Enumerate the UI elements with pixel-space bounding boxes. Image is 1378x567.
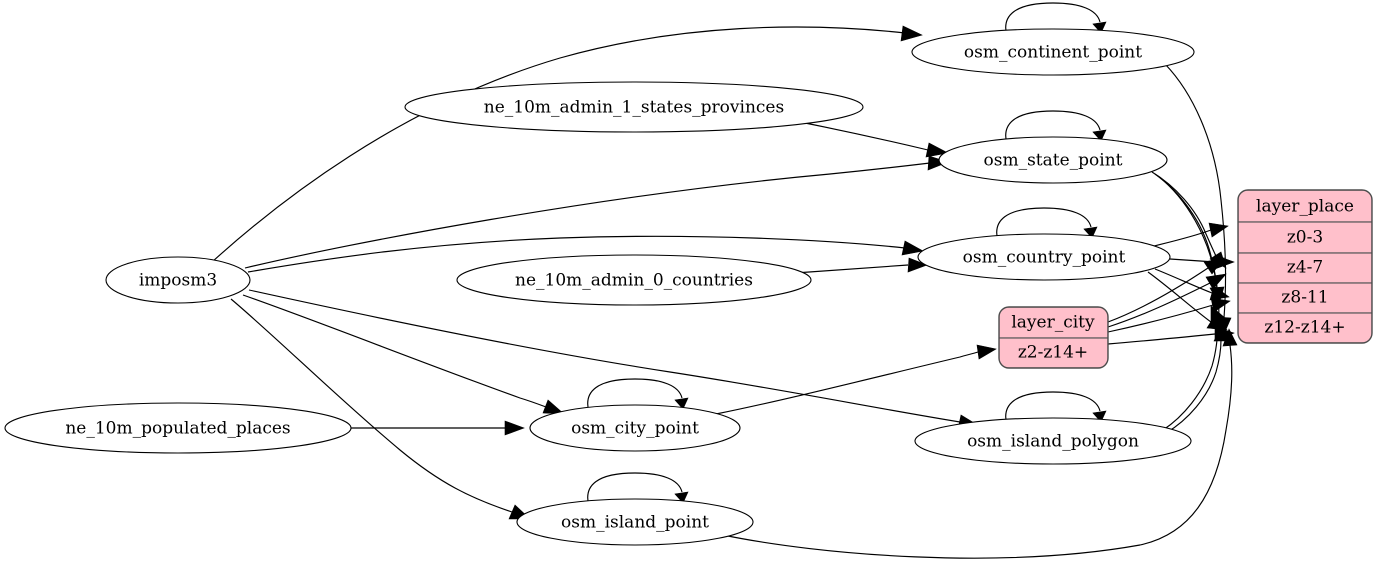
- node-ne_10m_admin_1_states_provinces[interactable]: ne_10m_admin_1_states_provinces: [404, 81, 864, 133]
- edge-osm_country_point-to-z8_11: [1154, 268, 1230, 301]
- edge-imposm3-to-osm_continent_point: [211, 25, 923, 263]
- node-ne_10m_admin_0_countries[interactable]: ne_10m_admin_0_countries: [456, 254, 812, 306]
- edge-imposm3-to-osm_state_point: [244, 155, 949, 269]
- node-layer: imposm3 ne_10m_admin_1_states_provinces …: [4, 28, 1195, 546]
- edge-osm_island_polygon-to-z12_14: [1165, 324, 1229, 434]
- self-loop-osm_continent_point: [1005, 2, 1107, 37]
- edge-osm_city_point-to-layer_city: [715, 344, 997, 415]
- node-ne_10m_populated_places[interactable]: ne_10m_populated_places: [4, 402, 352, 454]
- node-osm_city_point[interactable]: osm_city_point: [529, 404, 741, 452]
- self-loop-osm_city_point: [587, 378, 689, 413]
- record-node-layer_place[interactable]: layer_place z0-3 z4-7 z8-11 z12-z14+: [1237, 189, 1373, 344]
- edge-layer_city-to-z4_7: [1107, 273, 1227, 328]
- edge-osm_country_point-to-z0_3: [1149, 222, 1229, 248]
- edge-states_provinces-to-osm_state_point: [799, 121, 949, 158]
- edge-layer_city-to-z12_14: [1107, 326, 1235, 345]
- self-loop-osm_island_polygon: [1005, 391, 1107, 426]
- node-osm_country_point[interactable]: osm_country_point: [917, 233, 1171, 281]
- self-loop-osm_state_point: [1005, 110, 1107, 145]
- edge-layer_city-to-z0_3: [1107, 257, 1225, 323]
- edge-admin_0_countries-to-osm_country_point: [794, 257, 928, 274]
- self-loop-osm_island_point: [587, 472, 689, 507]
- edge-osm_island_point-to-z12_14: [722, 328, 1238, 559]
- self-loop-osm_country_point: [996, 207, 1098, 242]
- node-osm_island_polygon[interactable]: osm_island_polygon: [914, 417, 1192, 465]
- edge-imposm3-to-osm_city_point: [242, 294, 565, 415]
- node-osm_island_point[interactable]: osm_island_point: [516, 498, 754, 546]
- edge-layer_city-to-z8_11: [1107, 297, 1231, 333]
- record-node-layer_city[interactable]: layer_city z2-z14+: [998, 306, 1109, 369]
- node-osm_state_point[interactable]: osm_state_point: [938, 136, 1168, 184]
- node-osm_continent_point[interactable]: osm_continent_point: [911, 28, 1195, 76]
- edge-imposm3-to-osm_country_point: [247, 235, 924, 273]
- edge-populated_places-to-osm_city_point: [351, 420, 525, 436]
- edge-layer: [211, 2, 1238, 559]
- node-imposm3[interactable]: imposm3: [105, 256, 251, 304]
